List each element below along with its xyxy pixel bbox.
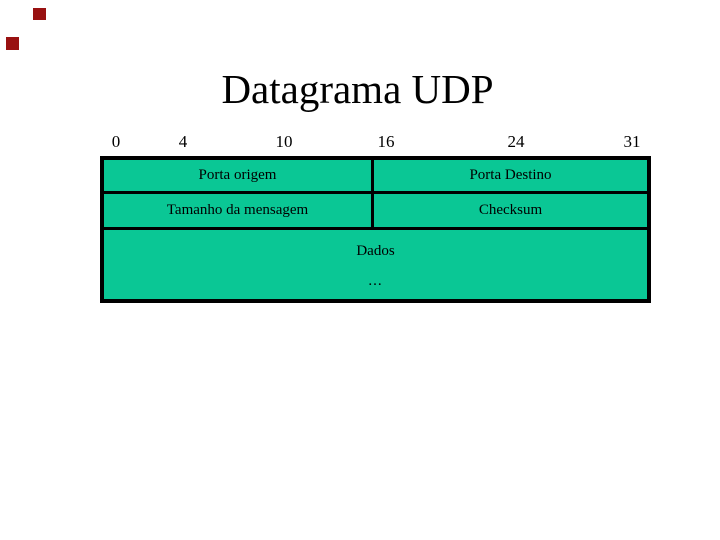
field-porta-origem: Porta origem	[104, 160, 374, 191]
slide-title: Datagrama UDP	[221, 66, 494, 112]
udp-datagram-diagram: Porta origem Porta Destino Tamanho da me…	[100, 156, 651, 303]
bit-label-4: 4	[178, 132, 188, 151]
datagram-row-ports: Porta origem Porta Destino	[104, 160, 647, 194]
field-tamanho-da-mensagem: Tamanho da mensagem	[104, 194, 374, 227]
bit-label-0: 0	[111, 132, 121, 151]
field-dados-ellipsis: ...	[368, 272, 383, 289]
field-checksum: Checksum	[478, 202, 543, 218]
datagram-row-dados: Dados ...	[104, 230, 647, 299]
datagram-row-length-checksum: Tamanho da mensagem Checksum	[104, 194, 647, 230]
bit-label-10: 10	[275, 132, 293, 151]
red-square-decoration	[6, 37, 19, 50]
bit-label-31: 31	[623, 132, 641, 151]
field-dados-label: Dados	[356, 243, 395, 259]
bit-label-16: 16	[377, 132, 395, 151]
field-porta-destino: Porta Destino	[469, 167, 552, 183]
red-square-decoration	[33, 8, 46, 20]
bit-label-24: 24	[507, 132, 525, 151]
